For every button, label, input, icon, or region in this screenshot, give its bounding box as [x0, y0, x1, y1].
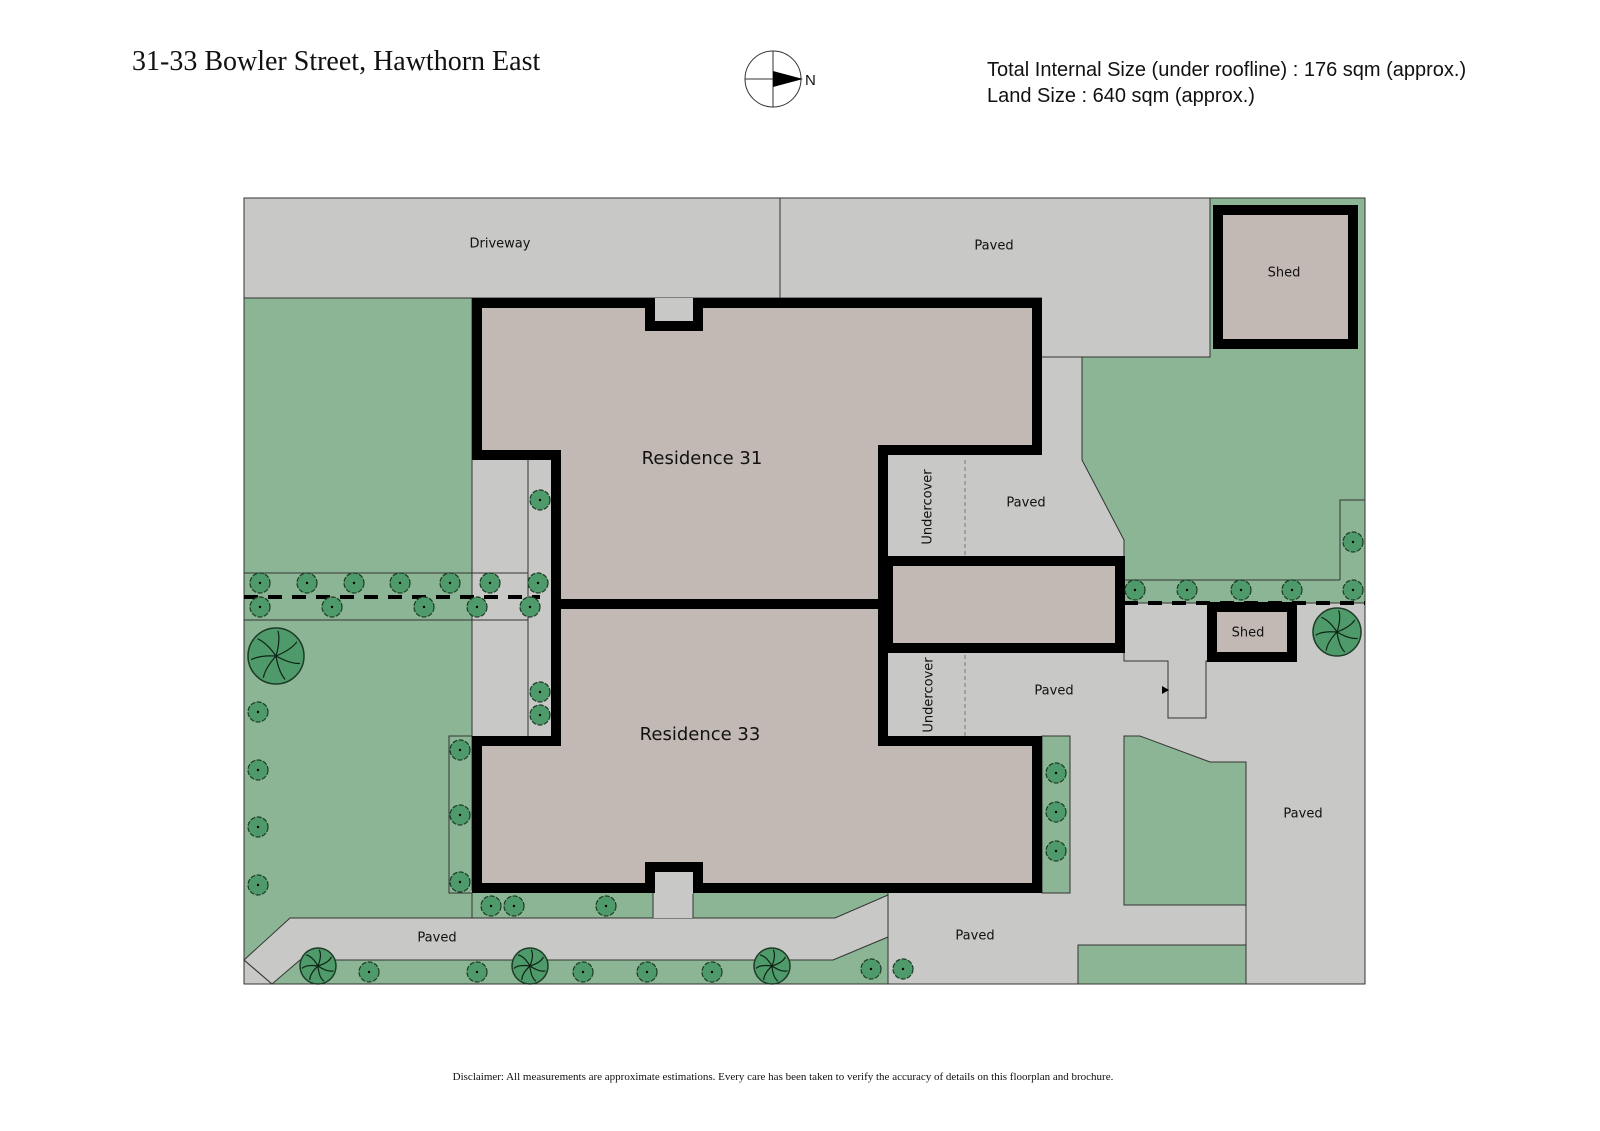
- shrub-center: [398, 581, 402, 585]
- shrub-center: [258, 605, 262, 609]
- label-residence-33: Residence 33: [640, 724, 761, 745]
- tree-icon: [753, 947, 791, 985]
- trees: [247, 489, 1364, 985]
- shrub-center: [901, 967, 905, 971]
- label-undercover-33: Undercover: [922, 657, 937, 733]
- north-compass-icon: [744, 50, 803, 108]
- compass-north-label: N: [805, 72, 816, 89]
- label-residence-31: Residence 31: [642, 448, 763, 469]
- label-paved-bottom-left: Paved: [417, 931, 456, 946]
- label-undercover-31: Undercover: [921, 469, 936, 545]
- disclaimer: Disclaimer: All measurements are approxi…: [453, 1071, 1114, 1083]
- shrub-center: [256, 768, 260, 772]
- shed-small-outline: [1207, 602, 1297, 662]
- shrub-center: [1054, 849, 1058, 853]
- shrub-center: [256, 825, 260, 829]
- shrub-center: [1290, 588, 1294, 592]
- shrub-center: [536, 581, 540, 585]
- shrub-center: [581, 970, 585, 974]
- label-paved-bottom-mid: Paved: [955, 929, 994, 944]
- label-paved-31: Paved: [1006, 496, 1045, 511]
- tree-icon: [511, 947, 549, 985]
- shrub-center: [1185, 588, 1189, 592]
- label-shed-small: Shed: [1232, 626, 1265, 641]
- shrub-center: [458, 748, 462, 752]
- shrub-center: [538, 690, 542, 694]
- shed-top-outline: [1213, 205, 1358, 349]
- shrub-center: [528, 605, 532, 609]
- shrub-center: [538, 498, 542, 502]
- shrub-center: [512, 904, 516, 908]
- label-paved-top: Paved: [974, 239, 1013, 254]
- shrub-center: [475, 970, 479, 974]
- shrub-center: [475, 605, 479, 609]
- garage-outline: [883, 556, 1125, 653]
- shrub-center: [489, 904, 493, 908]
- tree-icon: [247, 627, 305, 685]
- internal-size: Total Internal Size (under roofline) : 1…: [987, 59, 1466, 81]
- label-paved-right: Paved: [1283, 807, 1322, 822]
- land-size: Land Size : 640 sqm (approx.): [987, 85, 1255, 107]
- shrub-center: [604, 904, 608, 908]
- label-shed-top: Shed: [1268, 266, 1301, 281]
- shrub-center: [367, 970, 371, 974]
- shrub-center: [1239, 588, 1243, 592]
- tree-icon: [299, 947, 337, 985]
- shrub-center: [258, 581, 262, 585]
- shrub-center: [305, 581, 309, 585]
- shrub-center: [488, 581, 492, 585]
- shrub-center: [869, 967, 873, 971]
- shrub-center: [458, 880, 462, 884]
- shrub-center: [710, 970, 714, 974]
- shrub-center: [458, 813, 462, 817]
- door-arrow-icon: [1162, 686, 1169, 694]
- shrub-center: [256, 710, 260, 714]
- property-title: 31-33 Bowler Street, Hawthorn East: [132, 46, 540, 77]
- shrub-center: [256, 883, 260, 887]
- shrub-center: [1133, 588, 1137, 592]
- shrub-center: [422, 605, 426, 609]
- label-paved-33: Paved: [1034, 684, 1073, 699]
- shrub-center: [448, 581, 452, 585]
- shrub-center: [1054, 810, 1058, 814]
- shrub-center: [1054, 771, 1058, 775]
- shrub-center: [645, 970, 649, 974]
- shrub-center: [352, 581, 356, 585]
- shrub-center: [1351, 588, 1355, 592]
- shrub-center: [1351, 540, 1355, 544]
- buildings: [472, 205, 1358, 893]
- shrub-center: [538, 713, 542, 717]
- shrub-center: [330, 605, 334, 609]
- label-driveway: Driveway: [470, 237, 531, 252]
- tree-icon: [1312, 607, 1362, 657]
